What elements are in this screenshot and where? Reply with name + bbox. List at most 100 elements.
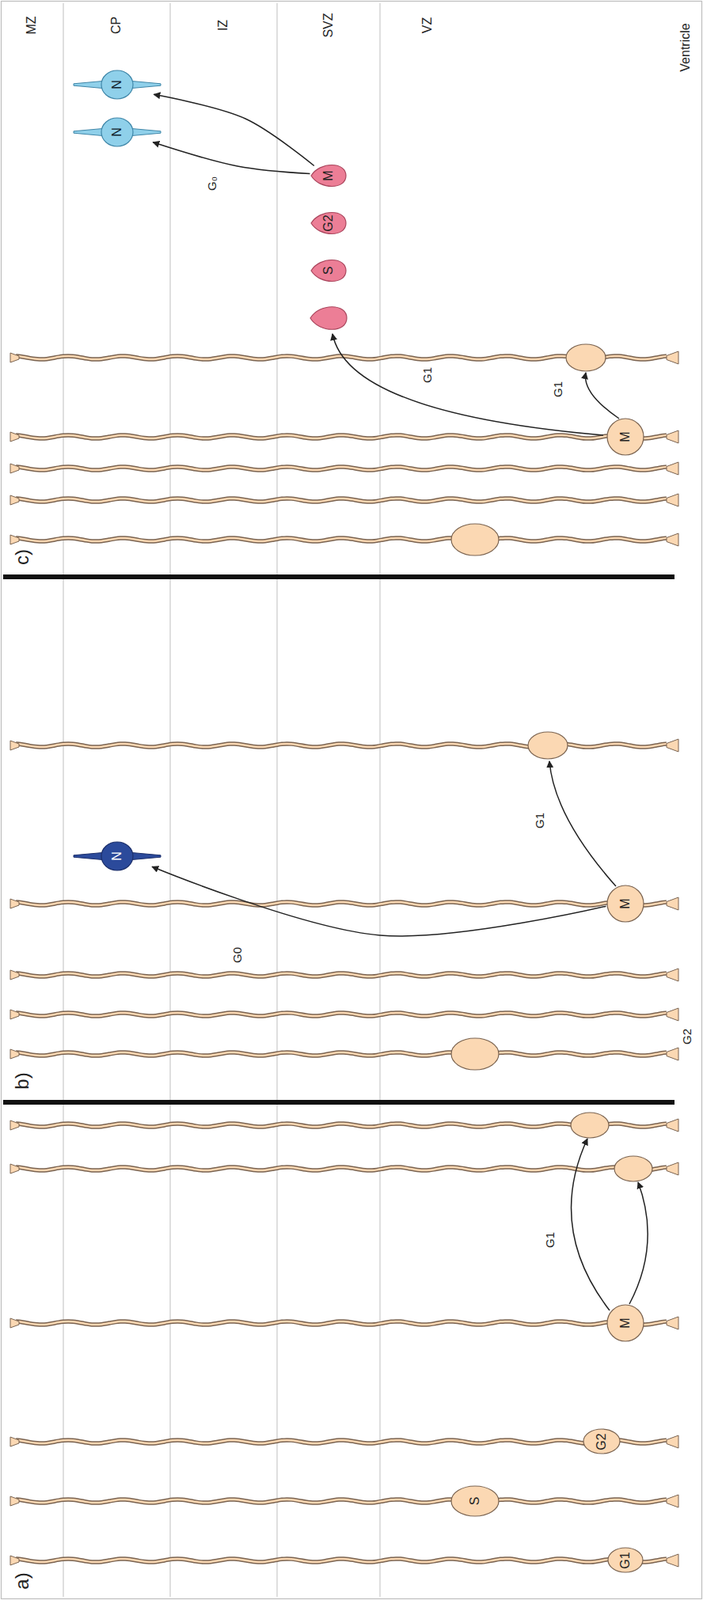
cell-outline [607, 418, 644, 456]
fiber-core [15, 1500, 667, 1504]
radial-glia-body: M [606, 418, 645, 456]
cell-letter: G2 [594, 1433, 609, 1451]
layer-label: IZ [216, 18, 231, 33]
cell-body [451, 1038, 499, 1071]
apical-endfoot [666, 739, 679, 753]
fiber-outline [15, 1013, 667, 1017]
cell-body [570, 1113, 609, 1139]
radial-glia-fiber [10, 494, 679, 507]
pial-endfoot [10, 970, 19, 981]
cell-letter: M [618, 1318, 633, 1329]
division-arrow [571, 1139, 610, 1311]
layer-boundary [169, 3, 171, 1598]
radial-glia-fiber [10, 969, 679, 982]
fiber-outline [15, 1124, 667, 1128]
phase-label: G1 [543, 1231, 558, 1251]
neurite [73, 128, 161, 137]
layer-boundary [62, 3, 64, 1598]
fiber-core [15, 902, 667, 906]
panel-label: c) [11, 547, 33, 567]
pial-endfoot [10, 741, 19, 751]
fiber-outline [15, 1440, 667, 1444]
fate-arrow [152, 142, 310, 175]
apical-endfoot [666, 494, 679, 507]
apical-endfoot [666, 1048, 679, 1061]
layer-label: MZ [24, 14, 39, 36]
fiber-outline [15, 435, 667, 439]
radial-glia-fiber [10, 1436, 679, 1449]
phase-label: G1 [421, 365, 435, 385]
division-arrow [332, 334, 604, 436]
fiber-core [15, 973, 667, 977]
fiber-core [15, 1013, 667, 1017]
pial-endfoot [10, 535, 19, 545]
pial-endfoot [10, 1318, 19, 1329]
pial-endfoot [10, 1121, 19, 1131]
radial-glia-fiber [10, 1008, 679, 1022]
apical-endfoot [666, 1119, 679, 1133]
fiber-core [15, 435, 667, 439]
apical-endfoot [666, 1008, 679, 1022]
apical-endfoot [666, 462, 679, 475]
apical-endfoot [666, 897, 679, 911]
pial-endfoot [10, 1437, 19, 1448]
cell-outline [451, 1486, 499, 1517]
fiber-core [15, 1052, 667, 1057]
apical-endfoot [666, 430, 679, 444]
radial-glia-body: S [450, 1485, 500, 1518]
fiber-core [15, 1124, 667, 1128]
pial-endfoot [10, 495, 19, 506]
panel-label: b) [11, 1071, 33, 1091]
pial-endfoot [10, 1164, 19, 1175]
cell-outline [101, 70, 133, 99]
phase-label: G₀ [205, 174, 220, 193]
pial-endfoot [10, 1049, 19, 1060]
fiber-core [15, 538, 667, 542]
fiber-outline [15, 973, 667, 977]
fiber-outline [15, 1322, 667, 1326]
fiber-core [15, 1440, 667, 1444]
neurite [73, 80, 161, 89]
progenitor-cell [310, 307, 347, 331]
phase-label: G0 [231, 946, 245, 966]
fiber-core [15, 744, 667, 748]
fiber-outline [15, 1167, 667, 1171]
radial-glia-fiber [10, 1317, 679, 1330]
pial-endfoot [10, 1556, 19, 1566]
cell-outline [607, 1305, 644, 1342]
radial-glia-body: G2 [582, 1429, 621, 1456]
radial-glia-fiber [10, 1113, 679, 1139]
cell-outline [101, 117, 133, 147]
fate-arrow [153, 94, 314, 166]
layer-boundary [276, 3, 278, 1598]
progenitor-cell: S [310, 255, 347, 286]
cell-outline [311, 165, 346, 187]
neuron-cell: N [72, 840, 162, 873]
cell-letter: G1 [618, 1552, 633, 1570]
pial-endfoot [10, 899, 19, 909]
cell-outline [101, 842, 133, 871]
progenitor-cell: M [310, 160, 347, 191]
layer-boundary [379, 3, 380, 1598]
fiber-outline [15, 902, 667, 906]
fiber-outline [15, 498, 667, 502]
fiber-core [15, 498, 667, 502]
cell-letter: N [110, 127, 125, 137]
cell-letter: N [110, 851, 125, 862]
pial-endfoot [10, 463, 19, 474]
radial-glia-fiber [10, 1038, 679, 1071]
cell-letter: S [321, 266, 336, 276]
cell-letter: M [618, 431, 633, 442]
apical-endfoot [666, 1317, 679, 1330]
radial-glia-fiber [10, 1554, 679, 1568]
cell-outline [607, 885, 644, 923]
fiber-core [15, 1167, 667, 1171]
fiber-outline [15, 1559, 667, 1563]
fiber-outline [15, 538, 667, 542]
apical-endfoot [666, 533, 679, 547]
phase-label: G2 [680, 1027, 695, 1047]
radial-glia-body: M [606, 1304, 645, 1343]
